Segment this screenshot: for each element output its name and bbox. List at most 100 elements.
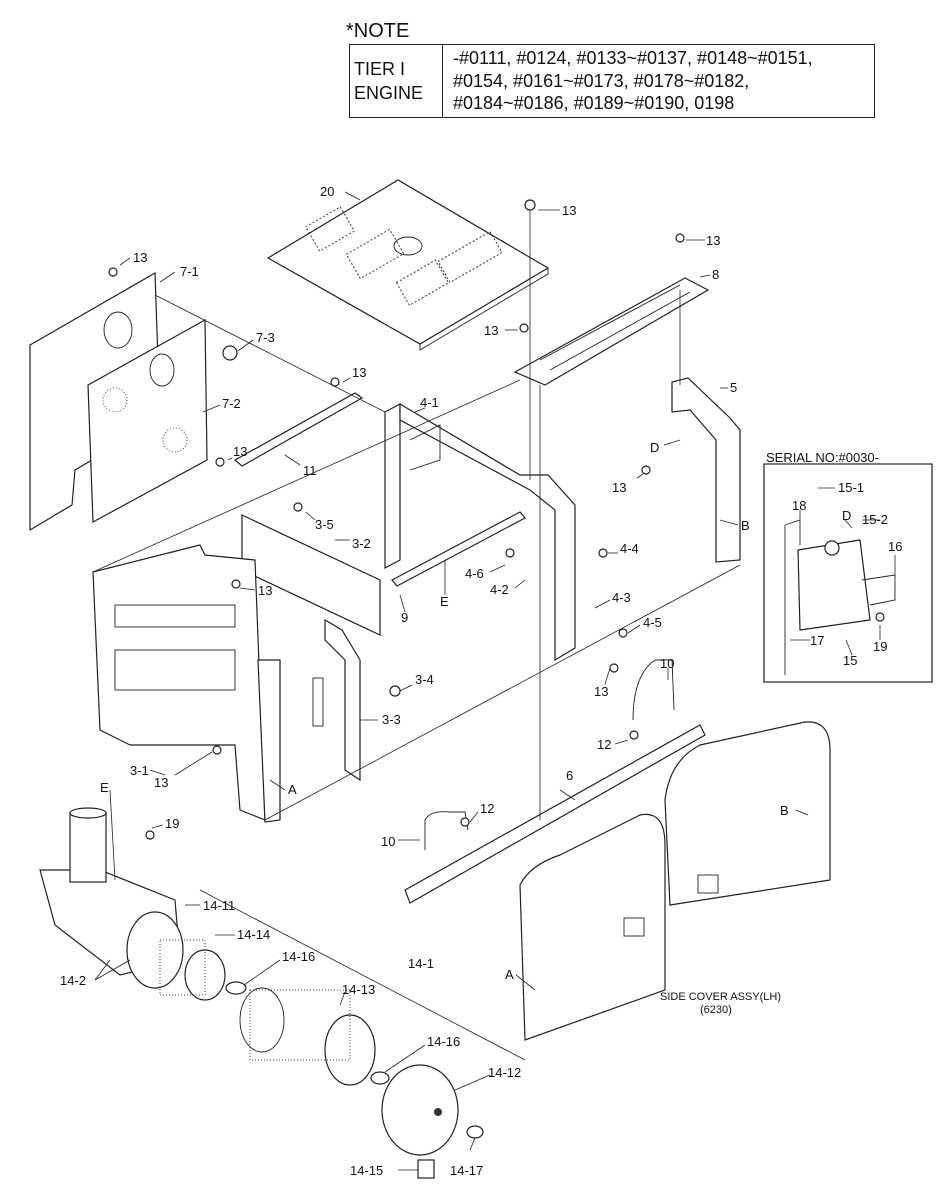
callout-9: 9 [401,610,408,625]
callout-13: 13 [258,583,272,598]
callout-14-16: 14-16 [282,949,315,964]
callout-3-2: 3-2 [352,536,371,551]
callout-11: 11 [303,463,317,478]
inner-element [159,939,226,1001]
callout-E: E [440,594,449,609]
callout-15-1: 15-1 [838,480,864,495]
callout-13: 13 [594,684,608,699]
callout-4-6: 4-6 [465,566,484,581]
callout-14-12: 14-12 [488,1065,521,1080]
callout-19: 19 [873,639,887,654]
callout-7-3: 7-3 [256,330,275,345]
callout-17: 17 [810,633,824,648]
callout-labels: 20 13 13 8 13 13 7-1 7-3 7-2 13 11 13 4-… [60,184,902,1178]
callout-15: 15 [843,653,857,668]
callout-3-1: 3-1 [130,763,149,778]
callout-D: D [650,440,659,455]
side-cover-code: (6230) [700,1004,732,1016]
callout-13: 13 [706,233,720,248]
rail [233,392,364,467]
air-cleaner-body [39,807,184,989]
callout-18: 18 [792,498,806,513]
callout-13: 13 [154,775,168,790]
callout-13: 13 [233,444,247,459]
grille-cover [513,277,710,386]
assembly-lines [92,210,741,1061]
callout-14-1: 14-1 [408,956,434,971]
side-cover-front [519,813,719,1041]
callout-E: E [100,780,109,795]
wing-nut-1 [225,981,247,995]
serials-line3: #0184~#0186, #0189~#0190, 0198 [453,93,735,113]
callout-14-11: 14-11 [203,898,235,913]
wing-nut-2 [370,1071,390,1085]
callout-13: 13 [484,323,498,338]
callout-3-3: 3-3 [382,712,401,727]
middle-panel [241,514,381,636]
callout-13: 13 [562,203,576,218]
callout-A: A [505,967,514,982]
callout-B: B [741,518,750,533]
front-frame [92,544,361,823]
callout-12: 12 [597,737,611,752]
callout-13: 13 [133,250,147,265]
inset-box [763,463,933,683]
callout-14-2: 14-2 [60,973,86,988]
outer-element [239,987,376,1086]
end-cap [381,1064,459,1156]
callout-14-17: 14-17 [450,1163,483,1178]
engine-label-cell: TIER I ENGINE [350,45,443,117]
rubber-cap [222,345,238,361]
callout-20: 20 [320,184,334,199]
cross-bracket [391,511,526,587]
callout-D: D [842,508,851,523]
engine-label-line2: ENGINE [354,83,424,103]
callout-16: 16 [888,539,902,554]
callout-19: 19 [165,816,179,831]
callout-4-3: 4-3 [612,590,631,605]
callout-12: 12 [480,801,494,816]
callout-7-2: 7-2 [222,396,241,411]
callout-B: B [780,803,789,818]
callout-3-5: 3-5 [315,517,334,532]
inset-title: SERIAL NO:#0030- [766,450,879,465]
callout-3-4: 3-4 [415,672,434,687]
callout-14-13: 14-13 [342,982,375,997]
handle-right [632,659,675,721]
callout-14-14: 14-14 [237,927,270,942]
callout-6: 6 [566,768,573,783]
callout-10: 10 [381,834,395,849]
callout-4-1: 4-1 [420,395,439,410]
callout-13: 13 [352,365,366,380]
callout-14-16: 14-16 [427,1034,460,1049]
side-panel-inner [87,318,208,523]
callout-10: 10 [660,656,674,671]
engine-label-line1: TIER I [354,59,406,79]
top-cover-plate [266,179,550,351]
callout-4-4: 4-4 [620,541,639,556]
serials-line2: #0154, #0161~#0173, #0178~#0182, [453,70,750,91]
callout-7-1: 7-1 [180,264,199,279]
handle-left [424,811,469,850]
note-table: TIER I ENGINE -#0111, #0124, #0133~#0137… [349,44,875,118]
callout-5: 5 [730,380,737,395]
side-cover-title: SIDE COVER ASSY(LH) [660,991,781,1003]
wing-nut-3 [466,1125,484,1139]
upper-frame [384,402,576,662]
bolt-icon [108,199,685,840]
callout-13: 13 [612,480,626,495]
serial-list-cell: -#0111, #0124, #0133~#0137, #0148~#0151,… [443,45,874,117]
callout-4-2: 4-2 [490,582,509,597]
callout-15-2: 15-2 [862,512,888,527]
dust-valve [417,1159,435,1179]
callout-A: A [288,782,297,797]
leader-lines [94,191,896,1171]
side-cover-rear [664,721,831,906]
note-title: *NOTE [346,20,410,42]
serials-line1: -#0111, #0124, #0133~#0137, #0148~#0151, [453,48,813,68]
rear-side-frame [671,377,741,563]
bottom-rail [404,724,706,904]
callout-8: 8 [712,267,719,282]
callout-14-15: 14-15 [350,1163,383,1178]
